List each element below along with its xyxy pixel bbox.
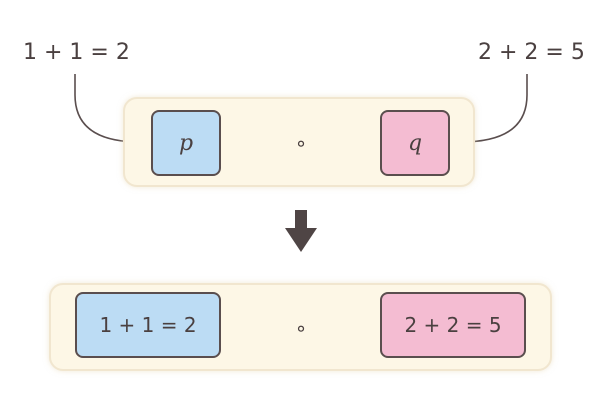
variable-p-box: p bbox=[151, 110, 221, 176]
right-proposition-label: 2 + 2 = 5 bbox=[478, 40, 585, 65]
abstract-expression-panel: p ∘ q bbox=[123, 97, 475, 187]
operator-symbol: ∘ bbox=[294, 131, 308, 155]
substituted-left-box: 1 + 1 = 2 bbox=[75, 292, 221, 358]
variable-q-box: q bbox=[380, 110, 450, 176]
down-arrow-icon bbox=[285, 210, 317, 252]
substituted-right-box: 2 + 2 = 5 bbox=[380, 292, 526, 358]
operator-symbol-bottom: ∘ bbox=[294, 316, 308, 340]
left-proposition-label: 1 + 1 = 2 bbox=[23, 40, 130, 65]
substituted-expression-panel: 1 + 1 = 2 ∘ 2 + 2 = 5 bbox=[49, 283, 552, 371]
right-connector-arrow bbox=[460, 74, 528, 143]
